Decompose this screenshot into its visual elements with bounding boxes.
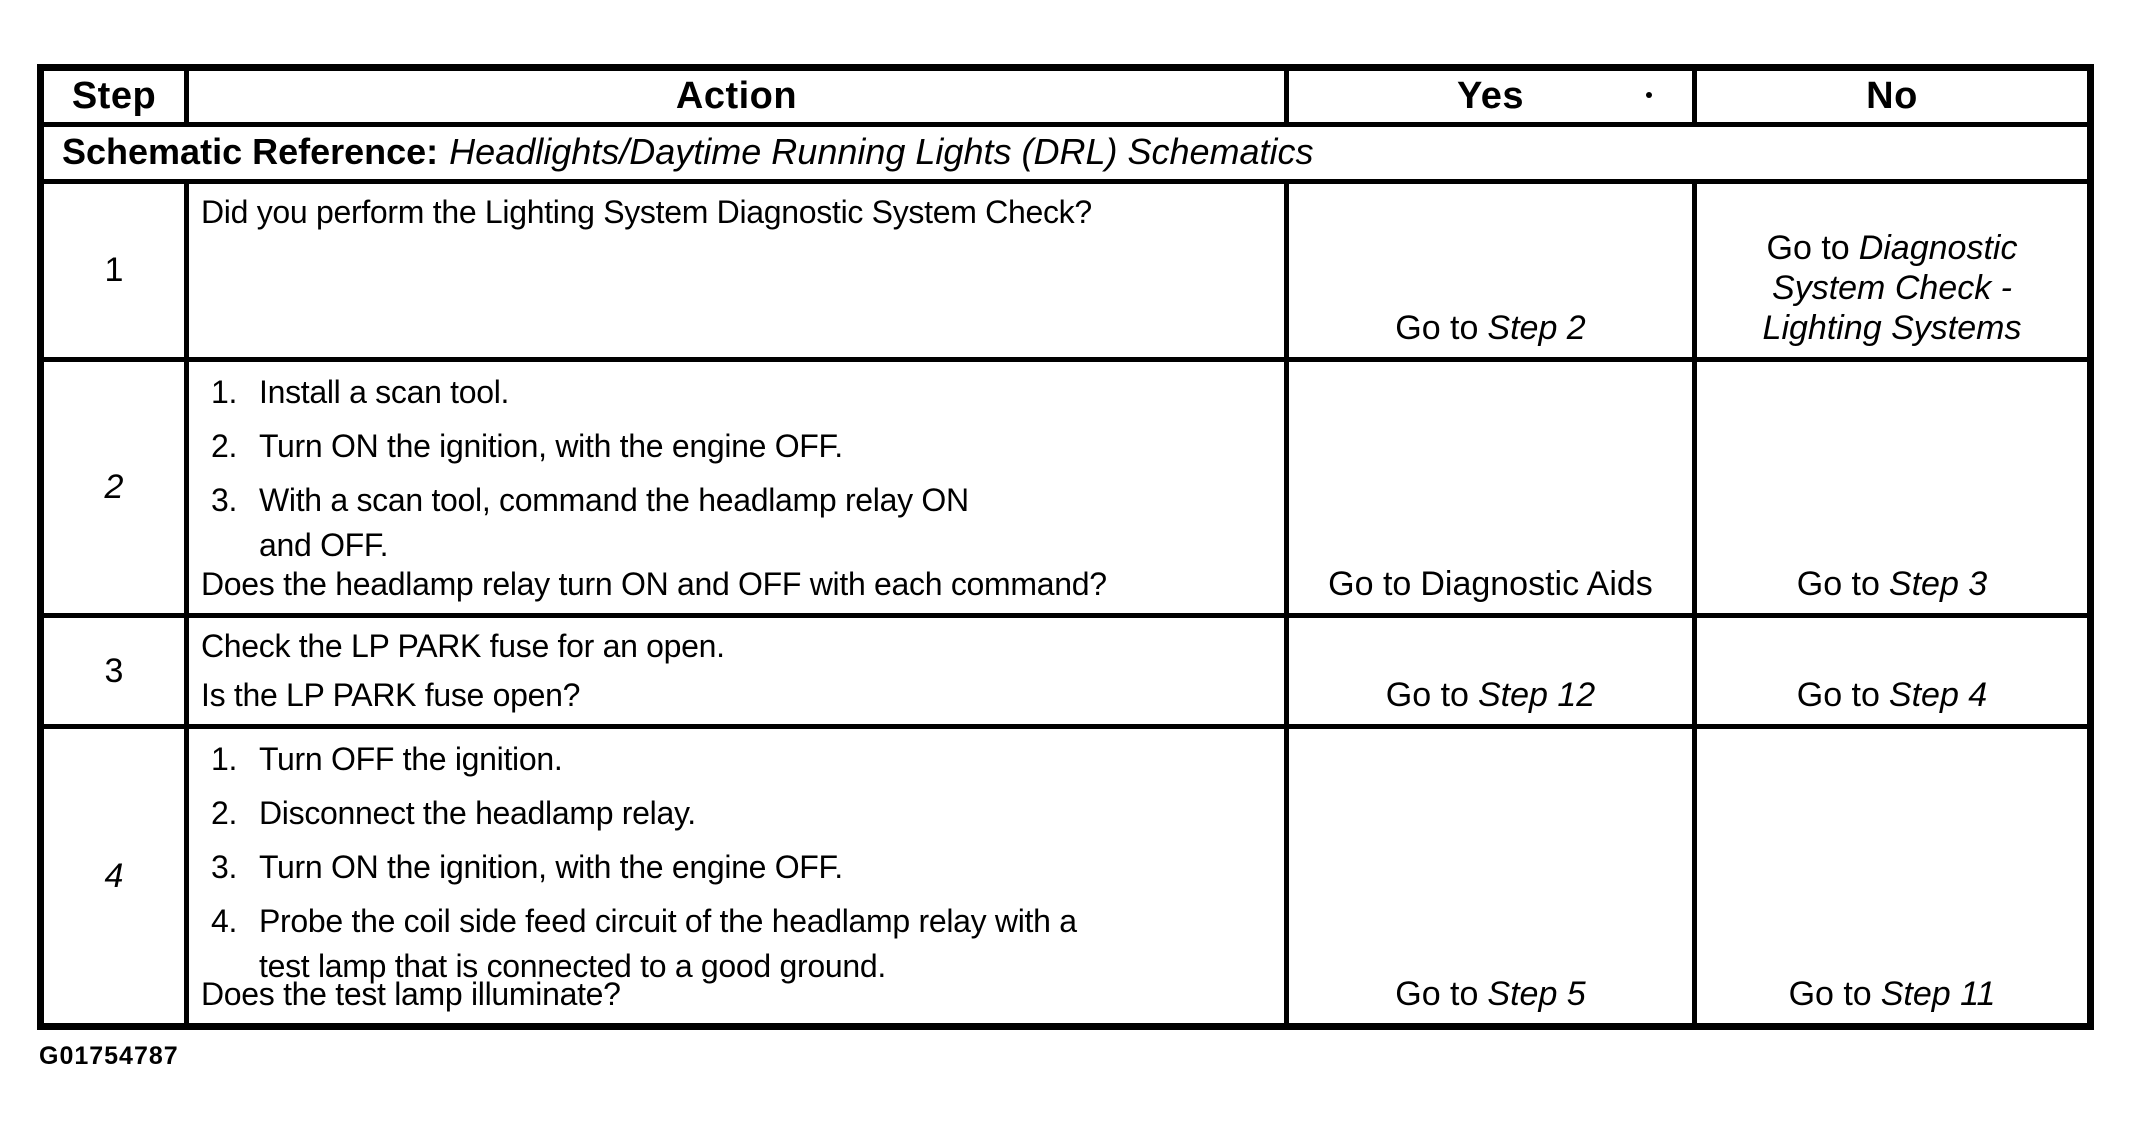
goto-target: Step 4 [1888, 676, 1988, 714]
schematic-reference-value: Headlights/Daytime Running Lights (DRL) … [449, 131, 1314, 172]
action-step-list: 1. Install a scan tool. 2. Turn ON the ign… [192, 365, 1282, 569]
action-instruction: Check the LP PARK fuse for an open. [201, 628, 725, 664]
ink-speck [1646, 92, 1652, 98]
list-item-text: Turn ON the ignition, with the engine OF… [259, 428, 843, 464]
list-item-number: 4. [211, 903, 238, 939]
goto-prefix: Go to [1796, 565, 1880, 603]
goto-target: Step 2 [1487, 309, 1586, 347]
list-item-text: Turn ON the ignition, with the engine OF… [259, 849, 843, 885]
figure-id: G01754787 [39, 1042, 179, 1070]
column-header-step: Step [38, 65, 189, 127]
list-item-number: 3. [211, 482, 238, 518]
table-header-row: Step Action Yes No [38, 65, 2093, 127]
goto-prefix: Go to [1788, 975, 1872, 1013]
list-item-text: Probe the coil side feed circuit of the … [259, 903, 1077, 984]
action-cell-4: 1. Turn OFF the ignition. 2. Disconnect th… [184, 724, 1289, 1029]
schematic-reference-label: Schematic Reference: [62, 131, 439, 172]
list-item: 3. Turn ON the ignition, with the engine … [211, 845, 1282, 890]
goto-prefix: Go to [1328, 565, 1412, 603]
goto-target: Diagnostic Aids [1420, 565, 1653, 603]
table-row-step-4: 4 1. Turn OFF the ignition. 2. Disconnect … [38, 724, 2093, 1029]
list-item: 3. With a scan tool, command the headlamp… [211, 478, 1282, 568]
table-row-step-2: 2 1. Install a scan tool. 2. Turn ON the i… [38, 357, 2093, 618]
step-number-1: 1 [38, 179, 189, 362]
action-question: Did you perform the Lighting System Diag… [201, 194, 1092, 230]
column-header-no: No [1692, 65, 2093, 127]
action-question: Does the test lamp illuminate? [201, 976, 621, 1012]
column-header-action: Action [184, 65, 1289, 127]
step-number-3: 3 [38, 613, 189, 729]
schematic-reference-cell: Schematic Reference:Headlights/Daytime R… [38, 122, 2093, 184]
goto-target: Step 5 [1487, 975, 1586, 1013]
action-question: Does the headlamp relay turn ON and OFF … [201, 566, 1107, 602]
table-row-step-1: 1 Did you perform the Lighting System Di… [38, 179, 2093, 362]
goto-prefix: Go to [1796, 676, 1880, 714]
list-item-text: With a scan tool, command the headlamp r… [259, 482, 969, 563]
action-cell-1: Did you perform the Lighting System Diag… [184, 179, 1289, 362]
list-item-number: 2. [211, 795, 238, 831]
action-question: Is the LP PARK fuse open? [201, 677, 581, 713]
goto-target: Step 12 [1477, 676, 1596, 714]
action-cell-2: 1. Install a scan tool. 2. Turn ON the ign… [184, 357, 1289, 618]
step-number-4: 4 [38, 724, 189, 1029]
list-item-text: Disconnect the headlamp relay. [259, 795, 696, 831]
step-number-2: 2 [38, 357, 189, 618]
table-row-step-3: 3 Check the LP PARK fuse for an open. Is… [38, 613, 2093, 729]
diagnostic-table: Step Action Yes No Schematic Reference:H… [37, 64, 2094, 1030]
list-item: 4. Probe the coil side feed circuit of th… [211, 899, 1282, 989]
goto-prefix: Go to [1385, 676, 1469, 714]
action-cell-3: Check the LP PARK fuse for an open. Is t… [184, 613, 1289, 729]
goto-prefix: Go to [1395, 309, 1479, 347]
list-item: 1. Turn OFF the ignition. [211, 737, 1282, 782]
list-item: 2. Turn ON the ignition, with the engine … [211, 424, 1282, 469]
list-item: 1. Install a scan tool. [211, 370, 1282, 415]
list-item-number: 1. [211, 374, 238, 410]
goto-target: Step 3 [1888, 565, 1988, 603]
list-item-number: 1. [211, 741, 238, 777]
list-item-number: 3. [211, 849, 238, 885]
goto-prefix: Go to [1766, 229, 1850, 267]
list-item-text: Turn OFF the ignition. [259, 741, 563, 777]
list-item-text: Install a scan tool. [259, 374, 510, 410]
schematic-reference-row: Schematic Reference:Headlights/Daytime R… [38, 122, 2093, 184]
column-header-yes: Yes [1284, 65, 1697, 127]
goto-target: Step 11 [1880, 975, 1996, 1013]
goto-target: Diagnostic System Check - Lighting Syste… [1762, 229, 2022, 347]
list-item-number: 2. [211, 428, 238, 464]
list-item: 2. Disconnect the headlamp relay. [211, 791, 1282, 836]
action-step-list: 1. Turn OFF the ignition. 2. Disconnect th… [192, 732, 1282, 990]
goto-prefix: Go to [1395, 975, 1479, 1013]
